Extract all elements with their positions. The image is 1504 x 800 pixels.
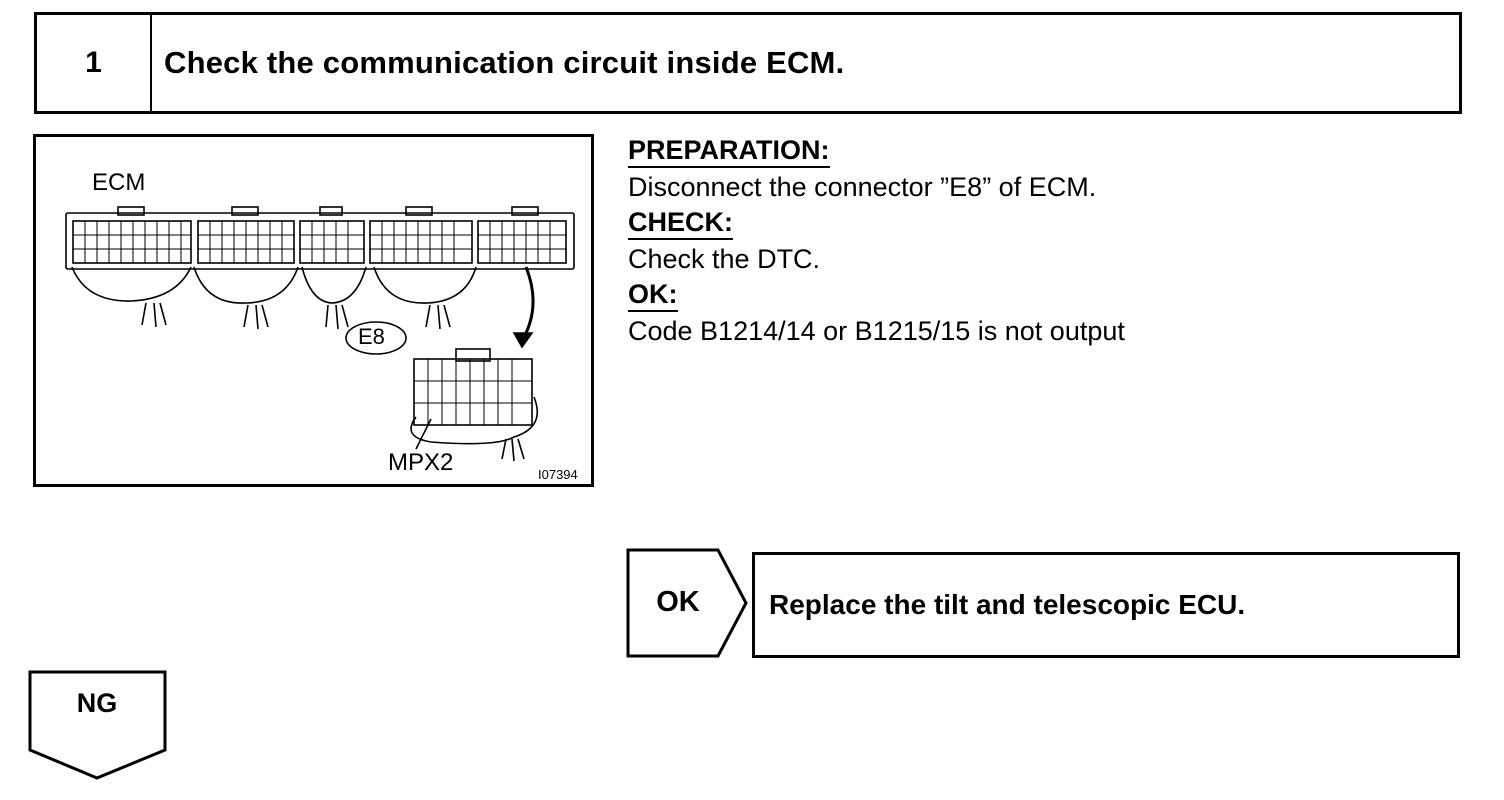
- e8-connector-label: E8: [358, 324, 385, 349]
- ecm-label: ECM: [92, 169, 146, 196]
- check-text: Check the DTC.: [628, 244, 821, 274]
- ok-action-box: Replace the tilt and telescopic ECU.: [752, 552, 1460, 658]
- step-title: Check the communication circuit inside E…: [164, 45, 845, 80]
- down-arrow-shape-icon: [28, 670, 167, 780]
- preparation-section: PREPARATION: Disconnect the connector ”E…: [628, 134, 1448, 206]
- ok-branch-arrow: OK: [626, 548, 750, 665]
- step-header: 1 Check the communication circuit inside…: [34, 12, 1462, 114]
- mpx2-label: MPX2: [388, 449, 454, 476]
- preparation-text: Disconnect the connector ”E8” of ECM.: [628, 172, 1097, 202]
- check-heading: CHECK:: [628, 206, 733, 240]
- ecm-connector-slots: [72, 220, 567, 264]
- ok-criteria-text: Code B1214/14 or B1215/15 is not output: [628, 316, 1125, 346]
- ng-branch-arrow: NG: [28, 670, 170, 787]
- procedure-details: PREPARATION: Disconnect the connector ”E…: [628, 134, 1448, 350]
- connector-illustration: ECM E8 MPX2 I07394: [33, 134, 594, 487]
- check-section: CHECK: Check the DTC.: [628, 206, 1448, 278]
- step-number: 1: [37, 15, 152, 111]
- ok-label: OK: [656, 585, 700, 618]
- ok-heading: OK:: [628, 278, 678, 312]
- ok-criteria-section: OK: Code B1214/14 or B1215/15 is not out…: [628, 278, 1448, 350]
- preparation-heading: PREPARATION:: [628, 134, 830, 168]
- ng-label: NG: [76, 688, 118, 718]
- right-arrow-shape-icon: [626, 548, 748, 658]
- illustration-code: I07394: [538, 467, 578, 482]
- ecm-connector-drawing: [65, 206, 575, 462]
